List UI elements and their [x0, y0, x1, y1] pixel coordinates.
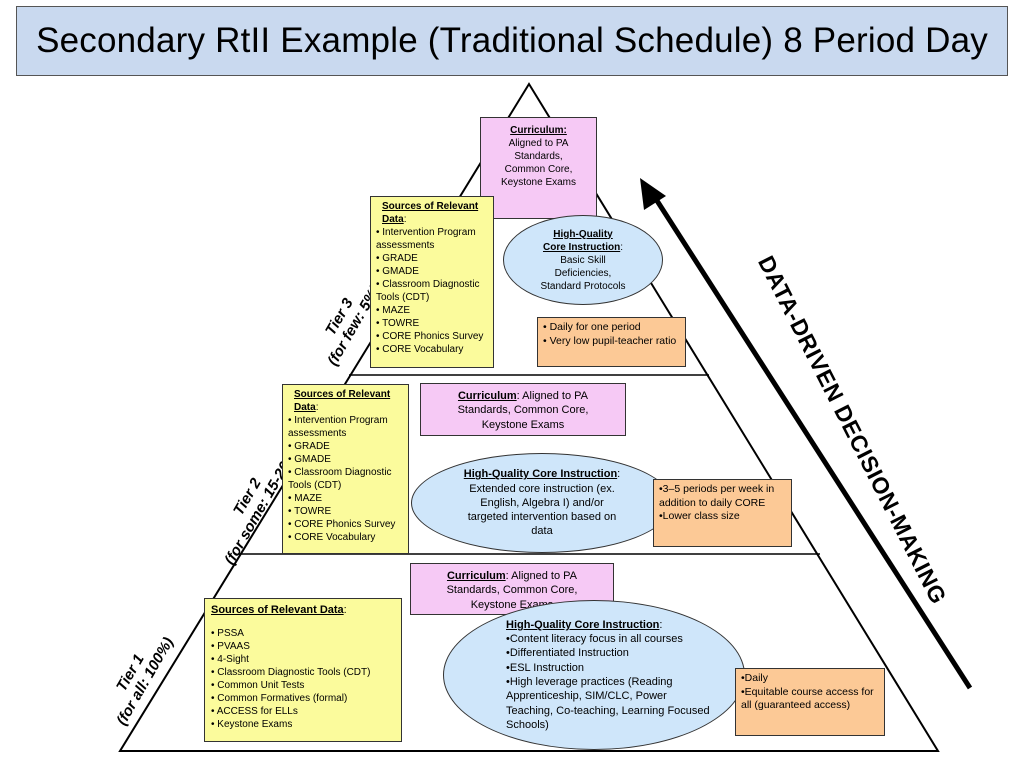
tier3-instruction-ellipse: High-Quality Core Instruction: Basic Ski… — [503, 215, 663, 305]
list-item: • Keystone Exams — [211, 719, 293, 731]
tier3-sources-heading: Sources of Relevant Data: — [376, 200, 488, 226]
list-item: • Classroom Diagnostic Tools (CDT) — [288, 467, 392, 491]
tier3-curriculum-box: Curriculum: Aligned to PA Standards, Com… — [480, 117, 597, 219]
tier2-curriculum-colon: : — [516, 390, 520, 402]
tier3-instruction-line: Basic Skill — [560, 254, 606, 266]
list-item: • CORE Phonics Survey — [288, 519, 396, 530]
list-item: • Intervention Program assessments — [376, 227, 476, 251]
tier2-instruction-line: Extended core instruction (ex. — [469, 482, 615, 495]
tier3-curriculum-line: Keystone Exams — [500, 177, 577, 188]
list-item: • Classroom Diagnostic Tools (CDT) — [376, 279, 480, 303]
arrow-shaft — [651, 194, 973, 690]
tier2-instruction-line: English, Algebra I) and/or — [480, 496, 604, 509]
tier1-instruction-item: •ESL Instruction — [506, 661, 585, 674]
tier3-curriculum-line: Standards, — [514, 151, 563, 162]
tier3-schedule-box: • Daily for one period • Very low pupil-… — [537, 317, 686, 367]
tier2-schedule-box: •3–5 periods per week in addition to dai… — [653, 479, 792, 547]
tier2-sources-list: • Intervention Program assessments • GRA… — [288, 414, 403, 544]
tier3-curriculum-heading: Curriculum: — [510, 125, 567, 136]
tier3-sources-box: Sources of Relevant Data: • Intervention… — [370, 196, 494, 368]
tier2-instruction-colon: : — [617, 468, 621, 481]
tier1-instruction-item: •High leverage practices (Reading Appren… — [506, 676, 710, 731]
tier2-sources-heading: Sources of Relevant Data: — [288, 388, 403, 414]
list-item: • MAZE — [288, 493, 323, 504]
tier1-instruction-colon: : — [659, 618, 663, 631]
tier3-sources-heading-a: Sources of Relevant — [382, 201, 479, 212]
tier1-curriculum-text: Aligned to PA — [508, 570, 578, 582]
list-item: • TOWRE — [376, 318, 420, 329]
tier3-instruction-line: Standard Protocols — [540, 280, 626, 292]
tier1-curriculum-text: Standards, Common Core, — [446, 584, 578, 597]
list-item: • Classroom Diagnostic Tools (CDT) — [211, 667, 371, 679]
tier2-sources-box: Sources of Relevant Data: • Intervention… — [282, 384, 409, 554]
tier3-sources-list: • Intervention Program assessments • GRA… — [376, 226, 488, 356]
tier3-sources-heading-b: Data — [382, 214, 404, 225]
list-item: • Intervention Program assessments — [288, 415, 388, 439]
tier2-sources-colon: : — [315, 402, 319, 413]
tier1-sources-heading: Sources of Relevant Data: — [211, 603, 395, 617]
tier1-schedule-box: •Daily •Equitable course access for all … — [735, 668, 885, 736]
list-item: • GMADE — [288, 454, 331, 465]
tier1-schedule-item: •Equitable course access for all (guaran… — [741, 685, 874, 712]
list-item: • GRADE — [288, 441, 330, 452]
list-item: • TOWRE — [288, 506, 332, 517]
tier2-sources-heading-b: Data — [294, 402, 316, 413]
list-item: • CORE Vocabulary — [376, 344, 464, 355]
tier1-sources-heading-text: Sources of Relevant Data — [211, 604, 344, 616]
tier2-curriculum-box: Curriculum: Aligned to PA Standards, Com… — [420, 383, 626, 436]
tier3-schedule-item: • Daily for one period — [543, 321, 641, 333]
tier1-instruction-item: •Differentiated Instruction — [506, 647, 629, 660]
tier3-instruction-line: Deficiencies, — [554, 267, 612, 279]
tier2-instruction-heading: High-Quality Core Instruction — [463, 468, 618, 481]
tier2-schedule-item: •Lower class size — [659, 510, 740, 523]
tier1-curriculum-heading: Curriculum — [446, 570, 506, 582]
tier2-instruction-line: data — [531, 525, 553, 538]
tier1-instruction-ellipse: High-Quality Core Instruction: •Content … — [443, 600, 745, 750]
tier2-curriculum-text: Aligned to PA — [519, 390, 589, 402]
tier2-schedule-item: •3–5 periods per week in addition to dai… — [659, 483, 775, 509]
tier1-instruction-item: •Content literacy focus in all courses — [506, 633, 683, 646]
list-item: • 4-Sight — [211, 654, 249, 666]
tier3-curriculum-line: Aligned to PA — [508, 138, 569, 149]
list-item: • PVAAS — [211, 641, 250, 653]
list-item: • Common Unit Tests — [211, 680, 305, 692]
arrow-head — [640, 178, 666, 210]
list-item: • Common Formatives (formal) — [211, 693, 348, 705]
list-item: • PSSA — [211, 628, 244, 640]
tier1-sources-box: Sources of Relevant Data: • PSSA • PVAAS… — [204, 598, 402, 742]
tier3-instruction-heading-a: High-Quality — [553, 228, 613, 240]
tier3-instruction-heading-b: Core Instruction — [542, 241, 621, 253]
list-item: • CORE Vocabulary — [288, 532, 376, 543]
tier2-instruction-ellipse: High-Quality Core Instruction: Extended … — [411, 453, 673, 553]
tier1-instruction-heading: High-Quality Core Instruction — [506, 618, 660, 631]
tier2-curriculum-heading: Curriculum — [457, 390, 517, 402]
tier3-curriculum-line: Common Core, — [504, 164, 573, 175]
tier1-sources-list: • PSSA • PVAAS • 4-Sight • Classroom Dia… — [211, 627, 395, 731]
tier3-sources-colon: : — [403, 214, 407, 225]
tier2-instruction-line: targeted intervention based on — [467, 511, 617, 524]
list-item: • ACCESS for ELLs — [211, 706, 298, 718]
list-item: • GMADE — [376, 266, 419, 277]
page-title: Secondary RtII Example (Traditional Sche… — [36, 21, 988, 60]
list-item: • MAZE — [376, 305, 411, 316]
tier1-schedule-item: •Daily — [741, 672, 769, 684]
tier2-sources-heading-a: Sources of Relevant — [294, 389, 391, 400]
tier1-curriculum-colon: : — [505, 570, 509, 582]
tier3-schedule-item: • Very low pupil-teacher ratio — [543, 334, 677, 347]
tier1-sources-colon: : — [343, 604, 347, 616]
tier2-curriculum-text: Standards, Common Core, — [457, 404, 589, 417]
list-item: • CORE Phonics Survey — [376, 331, 484, 342]
title-banner: Secondary RtII Example (Traditional Sche… — [16, 6, 1008, 76]
tier2-curriculum-text: Keystone Exams — [481, 418, 565, 431]
list-item: • GRADE — [376, 253, 418, 264]
tier3-instruction-colon: : — [620, 241, 623, 253]
